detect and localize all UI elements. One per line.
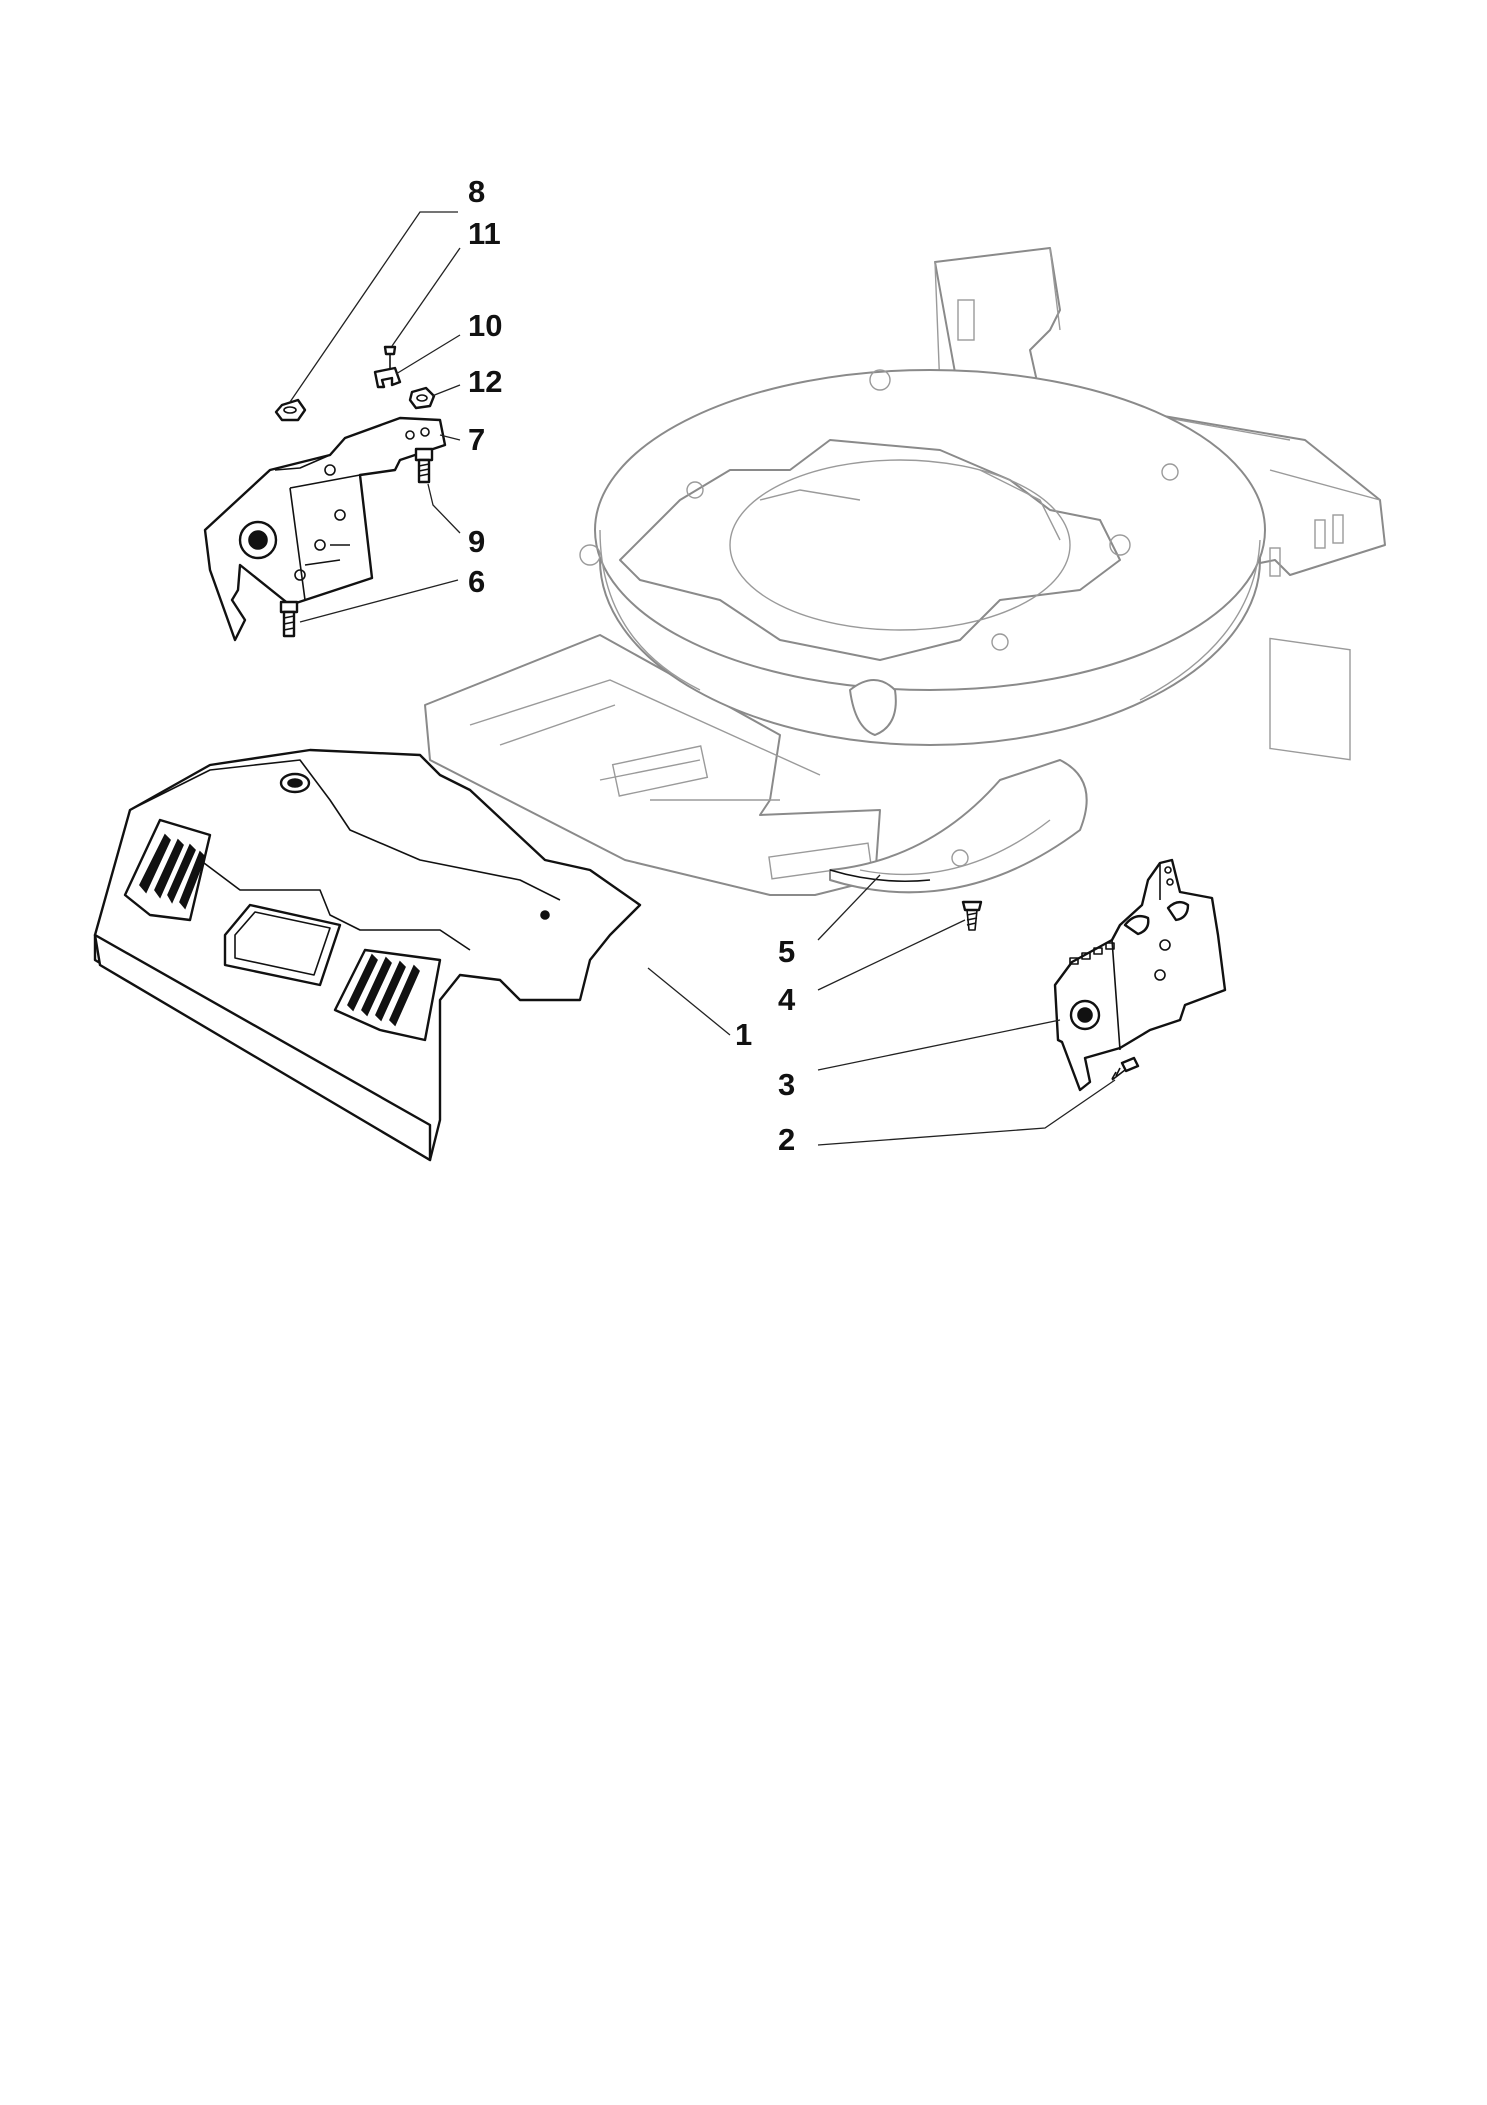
part-3-right-bracket: [1053, 858, 1227, 1092]
mower-deck: [424, 247, 1386, 896]
leader-12: [431, 384, 461, 397]
callout-9: 9: [468, 524, 485, 559]
callout-11: 11: [468, 216, 501, 251]
callout-2: 2: [778, 1122, 795, 1157]
leader-9: [427, 483, 461, 534]
callout-4: 4: [778, 982, 796, 1017]
leader-5: [817, 874, 881, 941]
leader-lines: [289, 211, 1116, 1146]
leader-3: [817, 1019, 1061, 1071]
part-4-screw: [961, 900, 983, 931]
callout-3: 3: [778, 1067, 795, 1102]
callout-8: 8: [468, 174, 485, 209]
callout-labels: 8 11 10 12 7 9 6 5 4 1 3 2: [468, 174, 796, 1157]
leader-1: [647, 967, 731, 1036]
part-12-nut: [408, 386, 436, 410]
part-6-bolt: [279, 600, 299, 638]
leader-11: [391, 247, 461, 347]
part-11-screw: [383, 345, 397, 370]
leader-8: [289, 211, 458, 403]
part-8-nut: [274, 398, 307, 422]
callout-5: 5: [778, 934, 795, 969]
callout-7: 7: [468, 422, 485, 457]
part-1-front-cover: [93, 748, 642, 1162]
leader-10: [395, 334, 461, 375]
callout-10: 10: [468, 308, 502, 343]
part-9-bolt: [414, 447, 434, 484]
leader-7: [439, 434, 461, 441]
leader-4: [817, 919, 966, 991]
part-2-screw: [1111, 1056, 1140, 1081]
part-7-left-bracket: [203, 416, 447, 642]
part-10-clip: [373, 366, 402, 389]
leader-2: [817, 1079, 1116, 1146]
leader-6: [299, 579, 459, 623]
callout-6: 6: [468, 564, 485, 599]
callout-1: 1: [735, 1017, 752, 1052]
callout-12: 12: [468, 364, 502, 399]
part-5-blade-disc: [829, 869, 931, 883]
